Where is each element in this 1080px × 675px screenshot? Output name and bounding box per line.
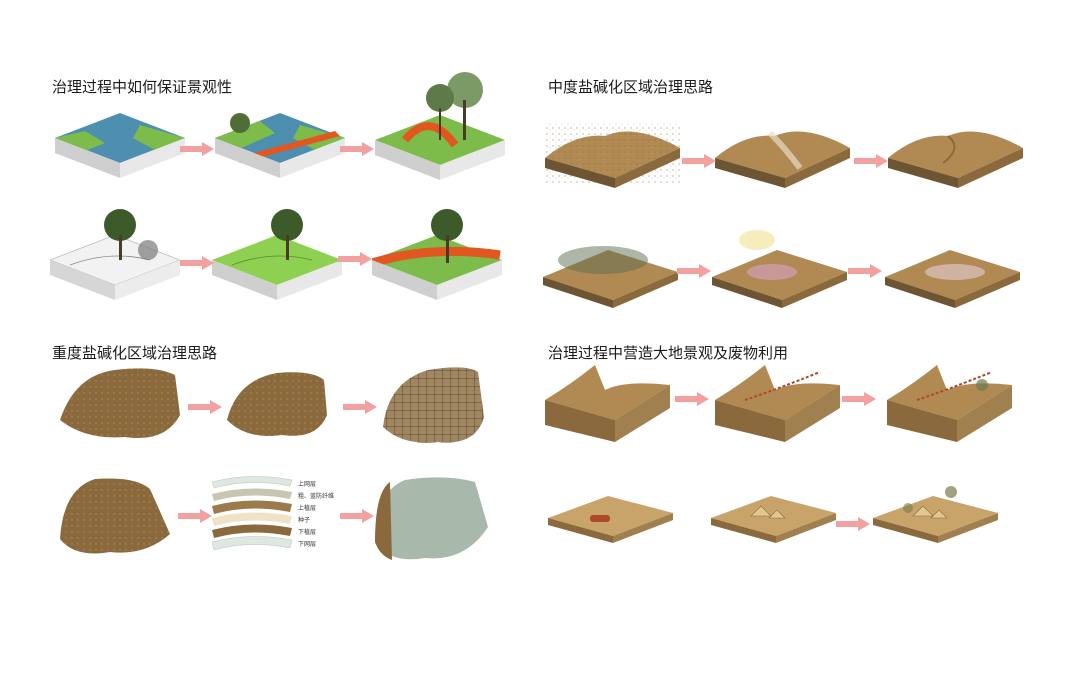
arrow-right-icon xyxy=(178,509,212,523)
severe-layer-stack xyxy=(211,476,293,551)
arrow-right-icon xyxy=(343,400,377,414)
landscape-stage-4 xyxy=(50,209,180,300)
layer-label-4: 种子 xyxy=(298,517,311,524)
section-title-landscape: 治理过程中如何保证景观性 xyxy=(52,78,233,96)
section-title-earthwork: 治理过程中营造大地景观及废物利用 xyxy=(548,344,789,362)
arrow-right-icon xyxy=(340,142,374,156)
arrow-right-icon xyxy=(836,517,870,531)
landscape-stage-2 xyxy=(215,113,345,178)
severe-stage-3 xyxy=(383,367,484,443)
landscape-stage-6 xyxy=(372,209,502,300)
moderate-stage-1 xyxy=(545,108,680,188)
severe-stage-1 xyxy=(60,368,180,439)
arrow-right-icon xyxy=(854,154,888,168)
arrow-right-icon xyxy=(848,264,882,278)
moderate-stage-4 xyxy=(543,246,678,308)
layer-label-6: 下网层 xyxy=(298,541,317,548)
arrow-right-icon xyxy=(677,264,711,278)
arrow-right-icon xyxy=(682,154,716,168)
earthwork-stage-5 xyxy=(711,496,836,543)
earthwork-stage-4 xyxy=(548,496,673,543)
moderate-stage-3 xyxy=(888,131,1023,188)
landscape-stage-5 xyxy=(212,209,342,300)
layer-label-5: 下植层 xyxy=(298,529,317,536)
arrow-right-icon xyxy=(842,392,876,406)
arrow-right-icon xyxy=(188,400,222,414)
earthwork-stage-1 xyxy=(545,365,670,442)
severe-stage-6 xyxy=(375,477,488,560)
section-title-moderate: 中度盐碱化区域治理思路 xyxy=(548,78,714,96)
earthwork-stage-6 xyxy=(873,486,998,543)
arrow-right-icon xyxy=(180,142,214,156)
layer-label-2: 粗、蓝防纤维 xyxy=(298,493,335,500)
layer-label-3: 上植层 xyxy=(298,505,317,512)
earthwork-stage-3 xyxy=(887,365,1012,442)
moderate-stage-5 xyxy=(712,230,847,308)
severe-stage-2 xyxy=(227,372,327,436)
severe-stage-4 xyxy=(60,478,170,554)
layer-label-1: 上网层 xyxy=(298,481,317,488)
landscape-stage-3 xyxy=(375,72,505,180)
arrow-right-icon xyxy=(340,509,374,523)
section-title-severe: 重度盐碱化区域治理思路 xyxy=(52,344,218,362)
landscape-stage-1 xyxy=(55,113,185,178)
earthwork-stage-2 xyxy=(715,365,840,442)
arrow-right-icon xyxy=(338,252,372,266)
arrow-right-icon xyxy=(675,392,709,406)
arrow-right-icon xyxy=(180,256,214,270)
moderate-stage-6 xyxy=(885,250,1020,308)
moderate-stage-2 xyxy=(715,130,850,188)
